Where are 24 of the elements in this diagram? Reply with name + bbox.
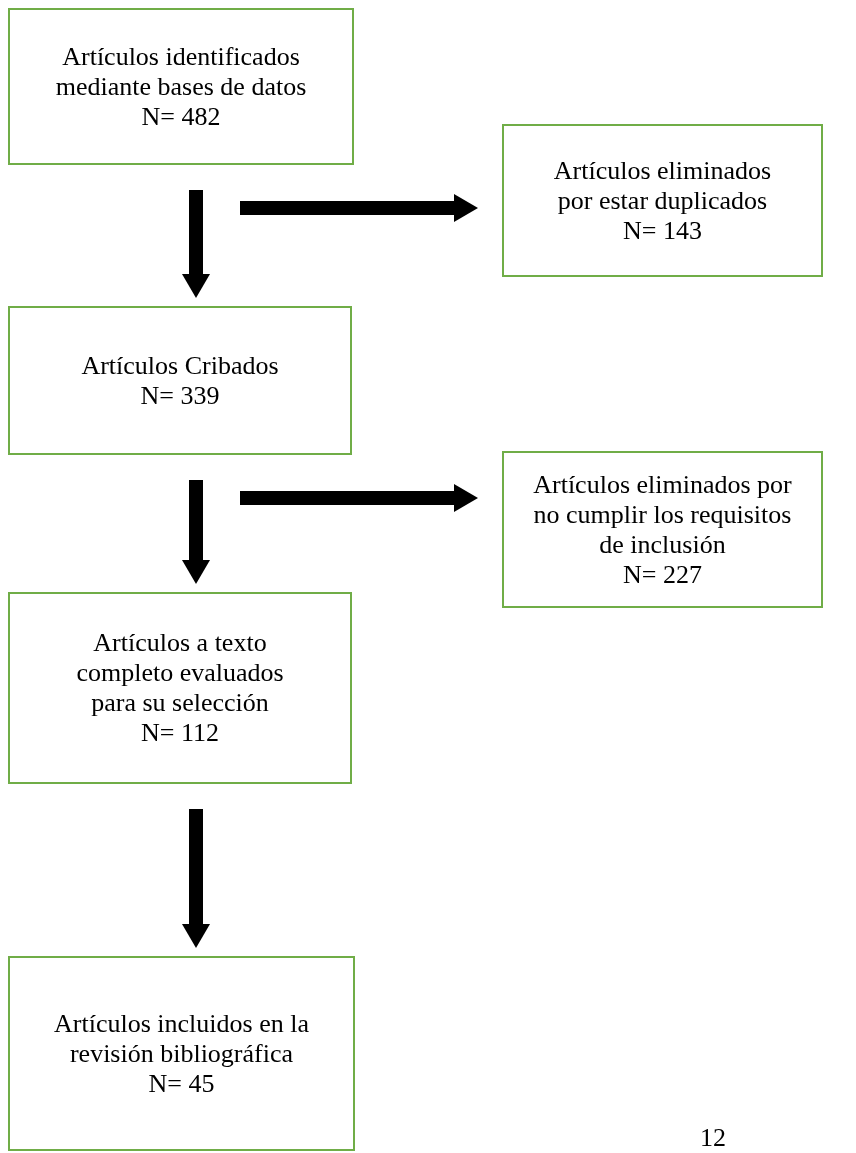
process-box (8, 8, 354, 165)
box-text: Artículos eliminados por no cumplir los requisitos de inclusión (532, 469, 793, 560)
count-text: N= 45 (148, 1068, 215, 1099)
process-box (8, 592, 352, 784)
arrow (240, 484, 478, 512)
box-text: Artículos incluidos en la revisión bibliográfica (53, 1008, 310, 1069)
count-text: N= 112 (141, 718, 219, 748)
box-text: Artículos eliminados por estar duplicados (552, 155, 773, 216)
box-text: Artículos a texto completo evaluados para su selección (75, 628, 285, 718)
box-text: Artículos identificados mediante bases de datos (54, 41, 308, 102)
arrow (182, 809, 210, 948)
count-text: N= 482 (141, 101, 221, 132)
process-box (8, 306, 352, 455)
process-box (8, 956, 355, 1151)
page-number: 12 (700, 1124, 726, 1152)
process-box (502, 451, 823, 608)
count-text: N= 227 (623, 559, 702, 590)
process-box (502, 124, 823, 277)
count-text: N= 143 (623, 215, 702, 246)
arrow (182, 480, 210, 584)
arrow (182, 190, 210, 298)
arrow (240, 194, 478, 222)
count-text: N= 339 (140, 380, 220, 411)
box-text: Artículos Cribados (81, 350, 279, 381)
